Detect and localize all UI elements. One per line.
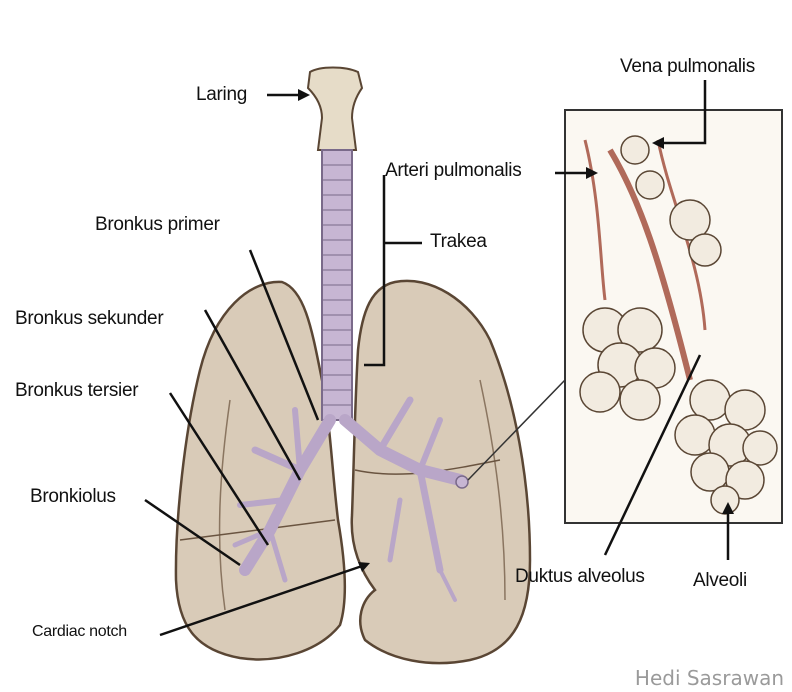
left-lung xyxy=(176,282,345,659)
label-bronkus-primer: Bronkus primer xyxy=(95,214,220,236)
label-bronkus-tersier: Bronkus tersier xyxy=(15,380,138,402)
label-alveoli: Alveoli xyxy=(693,570,747,592)
label-vena-pulmonalis: Vena pulmonalis xyxy=(620,56,755,78)
label-bronkus-sekunder: Bronkus sekunder xyxy=(15,308,163,330)
label-laring: Laring xyxy=(196,84,247,106)
label-cardiac-notch: Cardiac notch xyxy=(32,623,127,641)
label-trakea: Trakea xyxy=(430,231,487,253)
watermark: Hedi Sasrawan xyxy=(635,666,784,690)
larynx xyxy=(308,68,362,151)
label-arteri-pulmonalis: Arteri pulmonalis xyxy=(385,160,521,182)
label-bronkiolus: Bronkiolus xyxy=(30,486,116,508)
label-duktus-alveolus: Duktus alveolus xyxy=(515,566,645,588)
